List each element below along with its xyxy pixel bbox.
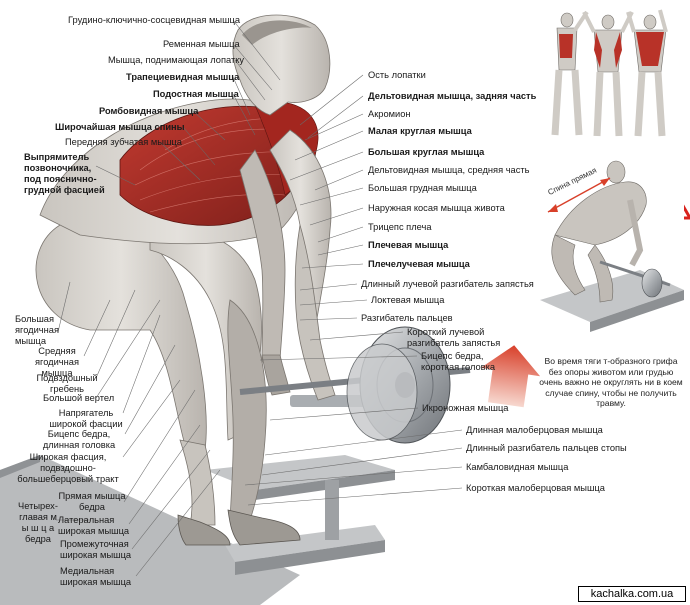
site-watermark: kachalka.com.ua: [578, 586, 686, 602]
barbell: [239, 326, 471, 444]
label-biceps-femoris-long-head: Бицепс бедра, длинная головка: [42, 429, 116, 450]
label-extensor-digitorum-longus: Длинный разгибатель пальцев стопы: [466, 443, 627, 453]
label-triceps: Трицепс плеча: [368, 222, 432, 232]
label-teres-minor: Малая круглая мышца: [368, 126, 472, 136]
label-tensor-fasciae-latae: Напрягатель широкой фасции: [49, 408, 123, 429]
label-vastus-lateralis: Латеральная широкая мышца: [58, 515, 130, 536]
label-peroneus-brevis: Короткая малоберцовая мышца: [466, 483, 605, 493]
inset-warning-note: Во время тяги т-образного грифа без опор…: [539, 356, 683, 408]
label-sternocleidomastoid: Грудино-ключично-сосцевидная мышца: [68, 15, 241, 25]
label-scapular-spine: Ость лопатки: [368, 70, 426, 80]
label-serratus-anterior: Передняя зубчатая мышца: [65, 137, 182, 147]
label-pectoralis-major: Большая грудная мышца: [368, 183, 477, 193]
label-peroneus-longus: Длинная малоберцовая мышца: [466, 425, 603, 435]
label-greater-trochanter: Большой вертел: [43, 393, 115, 403]
mini-figure-back: [626, 9, 668, 137]
label-rhomboid: Ромбовидная мышца: [99, 106, 199, 116]
label-levator-scapulae: Мышца, поднимающая лопатку: [108, 55, 245, 65]
label-biceps-femoris-short-head: Бицепс бедра, короткая головка: [421, 351, 496, 372]
label-brachialis: Плечевая мышца: [368, 240, 449, 250]
inset-t-bar-row-figure: [538, 150, 684, 350]
label-erector-spinae: Выпрямитель позвоночника, под пояснично-…: [24, 152, 105, 195]
label-extensor-carpi-radialis-longus: Длинный лучевой разгибатель запястья: [361, 279, 534, 289]
annotation-leader-lines: [56, 19, 463, 577]
label-latissimus: Широчайшая мышца спины: [55, 122, 185, 132]
label-rectus-femoris: Прямая мышца бедра: [58, 491, 126, 512]
label-splenius: Ременная мышца: [163, 39, 240, 49]
mini-figure-side: [551, 10, 589, 136]
label-gluteus-medius: Средняя ягодичная мышца: [35, 346, 79, 378]
label-iliac-crest: Подвздошный гребень: [36, 373, 98, 394]
label-soleus: Камбаловидная мышца: [466, 462, 569, 472]
label-gastrocnemius: Икроножная мышца: [422, 403, 509, 413]
label-teres-major: Большая круглая мышца: [368, 147, 485, 157]
mini-figures-views: [551, 9, 668, 137]
label-acromion: Акромион: [368, 109, 411, 119]
upward-red-arrow-icon: [480, 345, 541, 408]
label-brachioradialis: Плечелучевая мышца: [368, 259, 470, 269]
label-trapezius: Трапециевидная мышца: [126, 72, 240, 82]
label-extensor-digitorum: Разгибатель пальцев: [361, 313, 453, 323]
label-middle-deltoid: Дельтовидная мышца, средняя часть: [368, 165, 530, 175]
label-infraspinatus: Подостная мышца: [153, 89, 239, 99]
label-anconeus: Локтевая мышца: [371, 295, 445, 305]
figure-legs: [35, 217, 301, 546]
label-iliotibial-tract: Широкая фасция, подвздошно-большеберцовы…: [17, 452, 119, 484]
label-external-oblique: Наружная косая мышца живота: [368, 203, 505, 213]
label-extensor-carpi-radialis-brevis: Короткий лучевой разгибатель запястья: [407, 327, 501, 348]
label-quadriceps: Четырех-главая м ы ш ц а бедра: [18, 501, 58, 544]
label-vastus-medialis: Медиальная широкая мышца: [60, 566, 132, 587]
label-vastus-intermedius: Промежуточная широкая мышца: [60, 539, 132, 560]
label-posterior-deltoid: Дельтовидная мышца, задняя часть: [368, 91, 537, 101]
label-gluteus-maximus: Большая ягодичная мышца: [15, 314, 59, 346]
mini-figure-front: [582, 11, 634, 137]
